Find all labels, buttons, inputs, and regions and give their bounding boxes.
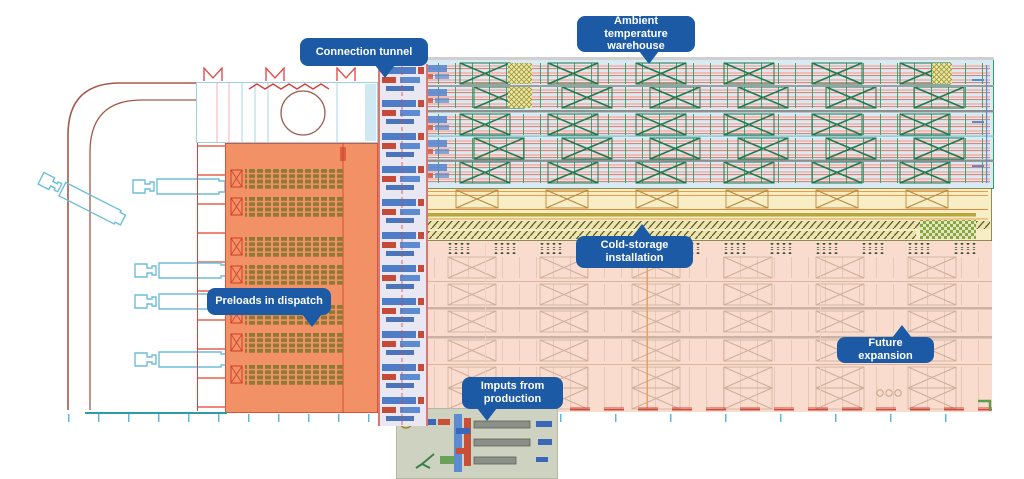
ambient-hatch-block-2 <box>508 87 532 108</box>
expansion-rack-bands <box>404 256 988 410</box>
callout-pointer <box>892 325 912 338</box>
cold-storage-zone <box>404 188 992 241</box>
callout-future-expansion: Future expansion <box>837 325 934 363</box>
dock-building-detail <box>216 83 376 142</box>
callout-connection-tunnel-label: Connection tunnel <box>315 45 413 58</box>
dock-canopy-marks <box>203 67 356 81</box>
turning-circle <box>280 90 326 136</box>
callout-preloads-dispatch: Preloads in dispatch <box>207 288 331 327</box>
expansion-circle-marks <box>876 389 902 397</box>
ambient-rack-bands <box>408 62 990 184</box>
truck-angled <box>36 170 128 228</box>
callout-inputs-production-label: Imputs from production <box>480 380 545 405</box>
expansion-bottom-dashes <box>555 407 992 411</box>
production-central-machines <box>440 414 471 472</box>
callout-pointer <box>375 65 395 78</box>
dock-wall-line <box>197 143 198 411</box>
ambient-hatch-block-3 <box>932 63 952 84</box>
callout-pointer <box>302 314 322 327</box>
callout-preloads-dispatch-label: Preloads in dispatch <box>215 295 323 308</box>
forklift-mark <box>415 453 435 469</box>
callout-ambient-warehouse: Ambient temperature warehouse <box>577 14 695 64</box>
connection-tunnel-zone <box>378 64 428 426</box>
expansion-orange-line <box>646 243 648 410</box>
callout-pointer <box>477 408 497 421</box>
callout-cold-storage: Cold-storage installation <box>576 224 693 268</box>
cold-checker-block <box>920 220 976 239</box>
truck-2 <box>134 262 228 279</box>
ambient-right-marks <box>972 65 988 183</box>
callout-pointer <box>632 224 652 237</box>
expansion-corner-mark <box>978 399 992 411</box>
cold-hatch-band-1 <box>406 221 990 229</box>
access-road <box>67 82 198 410</box>
dock-building-block <box>196 82 378 143</box>
callout-ambient-warehouse-label: Ambient temperature warehouse <box>604 14 668 53</box>
dimension-ticks-left <box>68 414 560 422</box>
cold-hatch-band-2 <box>406 231 916 239</box>
truck-1 <box>132 178 226 195</box>
dimension-ticks-right <box>560 414 990 422</box>
dispatch-zone <box>225 143 378 413</box>
dock-zigzag <box>248 83 330 90</box>
callout-cold-storage-label: Cold-storage installation <box>600 239 669 264</box>
callout-pointer <box>639 51 659 64</box>
truck-4 <box>134 351 228 368</box>
cold-conveyor-bar <box>410 213 976 217</box>
dispatch-rack-rows <box>230 169 343 385</box>
callout-inputs-production: Imputs from production <box>462 377 563 421</box>
ambient-warehouse-zone <box>404 57 994 189</box>
expansion-dot-row-2 <box>430 249 978 254</box>
ambient-aisle-lines <box>404 85 994 162</box>
production-conveyors <box>473 420 552 465</box>
ambient-hatch-block-1 <box>508 63 532 84</box>
expansion-dot-row-1 <box>430 243 978 248</box>
site-boundary-line <box>85 412 227 414</box>
callout-future-expansion-label: Future expansion <box>858 337 913 362</box>
callout-connection-tunnel: Connection tunnel <box>300 38 428 78</box>
trucks <box>36 170 228 368</box>
